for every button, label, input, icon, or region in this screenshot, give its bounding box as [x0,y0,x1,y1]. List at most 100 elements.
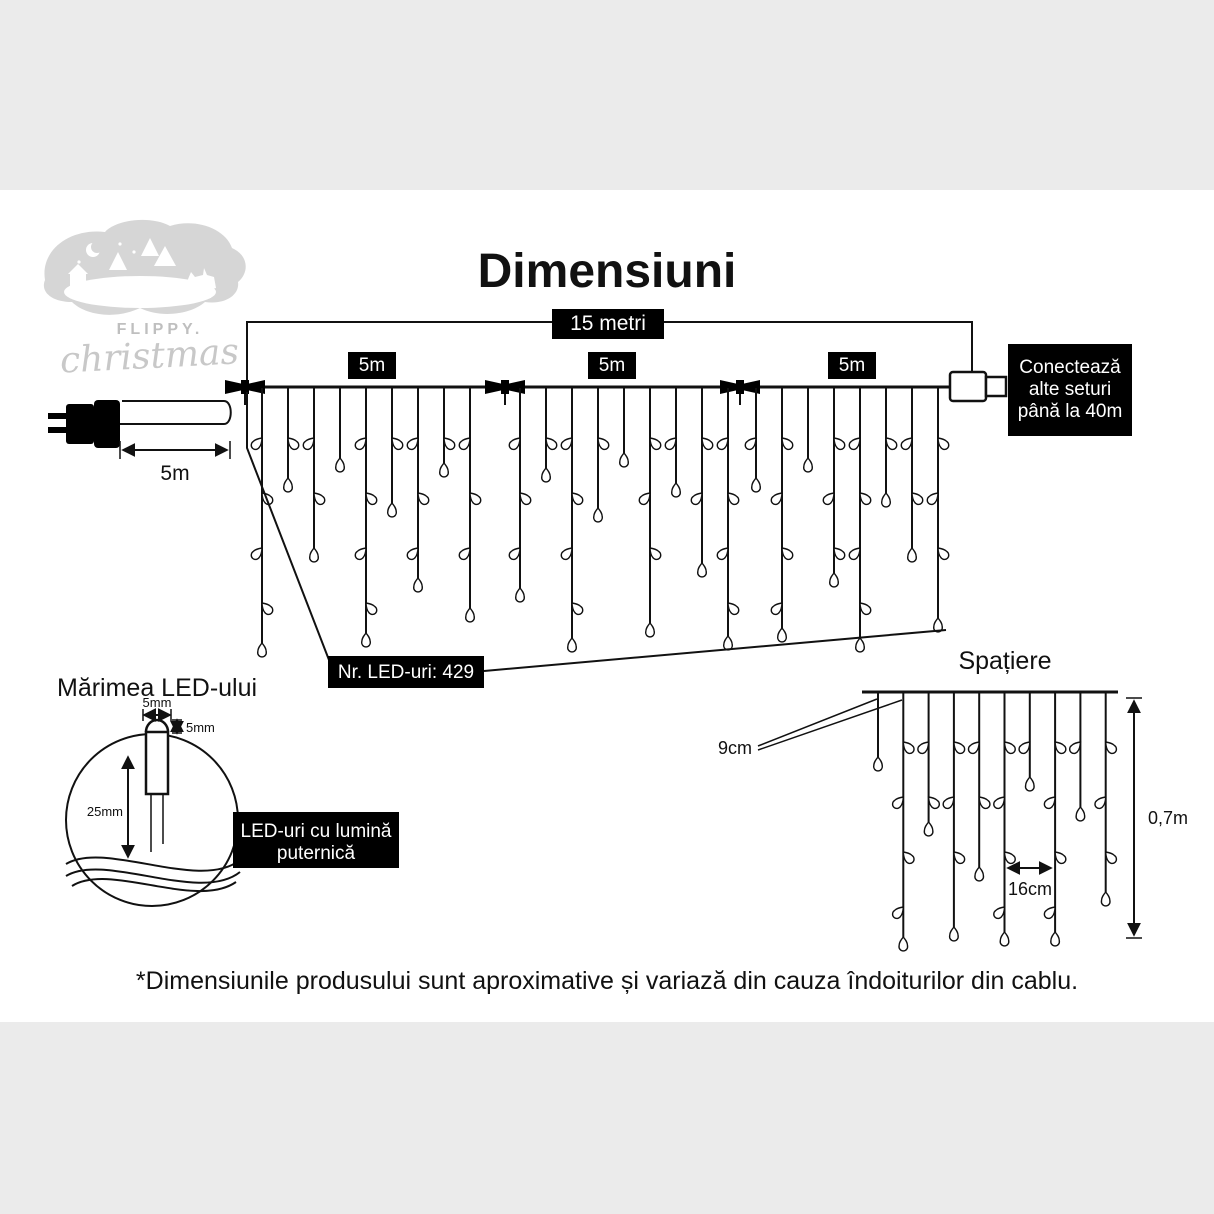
total-length-dimension: 15 metri [246,309,973,387]
led-bulb-icon [993,906,1006,920]
led-bulb-icon [891,906,905,920]
led-feature-box [233,812,399,868]
logo-tree-icon [141,238,159,256]
led-bulb-icon [1054,851,1067,865]
led-bulb-icon [716,547,729,561]
led-bulb-icon [261,602,274,616]
connector-socket [948,370,988,403]
logo-star [77,260,81,264]
led-bulb-icon [458,547,471,561]
led-size-section: Mărimea LED-ului 5mm 5mm 25mm LED-uri cu… [57,674,399,907]
led-bulb-icon [723,634,733,651]
segment-label: 5m [599,355,625,376]
footnote: *Dimensiunile produsului sunt aproximati… [136,967,1078,995]
led-bulb-icon [829,571,839,588]
led-bulb-icon [593,506,603,523]
led-bulb-icon [697,561,707,578]
led-bulb-icon [571,492,584,506]
led-bulb-icon [469,492,482,506]
logo-house-icon [68,264,88,286]
led-bulb-icon [751,476,761,493]
twisted-wire [65,856,241,872]
led-bulb-icon [978,796,991,810]
led-feature-line: LED-uri cu lumină [241,821,392,842]
led-bulb-icon [933,616,943,633]
led-bulb-icon [387,501,397,518]
plug-body [94,400,120,448]
led-bulb-icon [417,492,430,506]
led-bulb-icon [541,466,551,483]
spacing-section: Spațiere 9cm 16cm 0,7m [718,647,1188,952]
led-bulb-icon [302,437,315,451]
led-bulb-icon [250,547,263,561]
end-connector: Conectează alte seturi până la 40m [948,344,1132,436]
led-bulb-icon [967,741,980,755]
icicle-drop-group [744,388,950,653]
horizontal-gap-label: 16cm [1008,879,1052,899]
led-bulb-icon [781,547,794,561]
led-bulb-icon [902,851,915,865]
led-bulb-icon [508,547,521,561]
led-bulb-icon [770,492,783,506]
led-bulb-icon [833,437,846,451]
connect-info-box [1008,344,1132,436]
brand-logo: FLIPPY. christmas [43,219,246,382]
led-bulb-icon [545,437,558,451]
led-bulb-icon [257,641,267,658]
led-bulb-icon [701,437,714,451]
drop-height-label: 0,7m [1148,808,1188,828]
icicle-drop-group [250,388,482,658]
led-bulb-icon [855,636,865,653]
led-bulb-icon [354,437,367,451]
led-bulb-icon [873,755,883,772]
drop-gap-pointer [757,699,903,751]
led-bulb-icon [571,602,584,616]
led-bulb-icon [354,547,367,561]
led-bulb-icon [833,547,846,561]
twisted-wire [71,878,237,892]
led-count-callout: Nr. LED-uri: 429 [246,392,947,688]
led-bulb-icon [777,626,787,643]
segment-label: 5m [359,355,385,376]
led-bulb-icon [597,437,610,451]
led-bulb-icon [649,437,662,451]
led-dome [144,718,170,733]
led-tip-label: 5mm [186,720,215,735]
led-bulb-icon [567,636,577,653]
segment-label-box [348,352,396,379]
connect-info-line: până la 40m [1018,401,1123,422]
led-bulb-icon [508,437,521,451]
led-bulb-icon [560,437,573,451]
plug-prong [48,413,66,419]
led-bulb-icon [953,851,966,865]
segment-label-box [588,352,636,379]
connector-plug [984,375,1008,398]
wire-connector-icon [720,380,760,405]
logo-tree-icon [109,252,127,270]
led-bulb-icon [309,546,319,563]
led-bulb-icon [361,631,371,648]
drop-gap-pointer [757,698,878,747]
twisted-wire [65,868,241,884]
led-bulb-icon [999,930,1010,947]
led-bulb-icon [822,492,835,506]
led-bulb-icon [365,492,378,506]
led-bulb-icon [439,461,449,478]
connect-info-line: alte seturi [1029,379,1111,400]
logo-brand-script: christmas [59,331,240,381]
page-title: Dimensiuni [478,245,737,298]
logo-brand-name: FLIPPY. [117,321,204,338]
main-garland: 5m 5m 5m [225,352,952,658]
led-bulb-icon [859,492,872,506]
led-bulb-icon [781,437,794,451]
led-bulb-icon [948,925,959,942]
total-length-label-box [552,309,664,339]
lead-cable [120,400,232,425]
led-size-heading: Mărimea LED-ului [57,674,257,702]
led-bulb-icon [803,456,813,473]
led-bulb-icon [900,437,913,451]
logo-tree-icon [154,246,176,266]
led-bulb-icon [1024,775,1035,792]
led-body [144,730,170,796]
led-bulb-icon [727,492,740,506]
